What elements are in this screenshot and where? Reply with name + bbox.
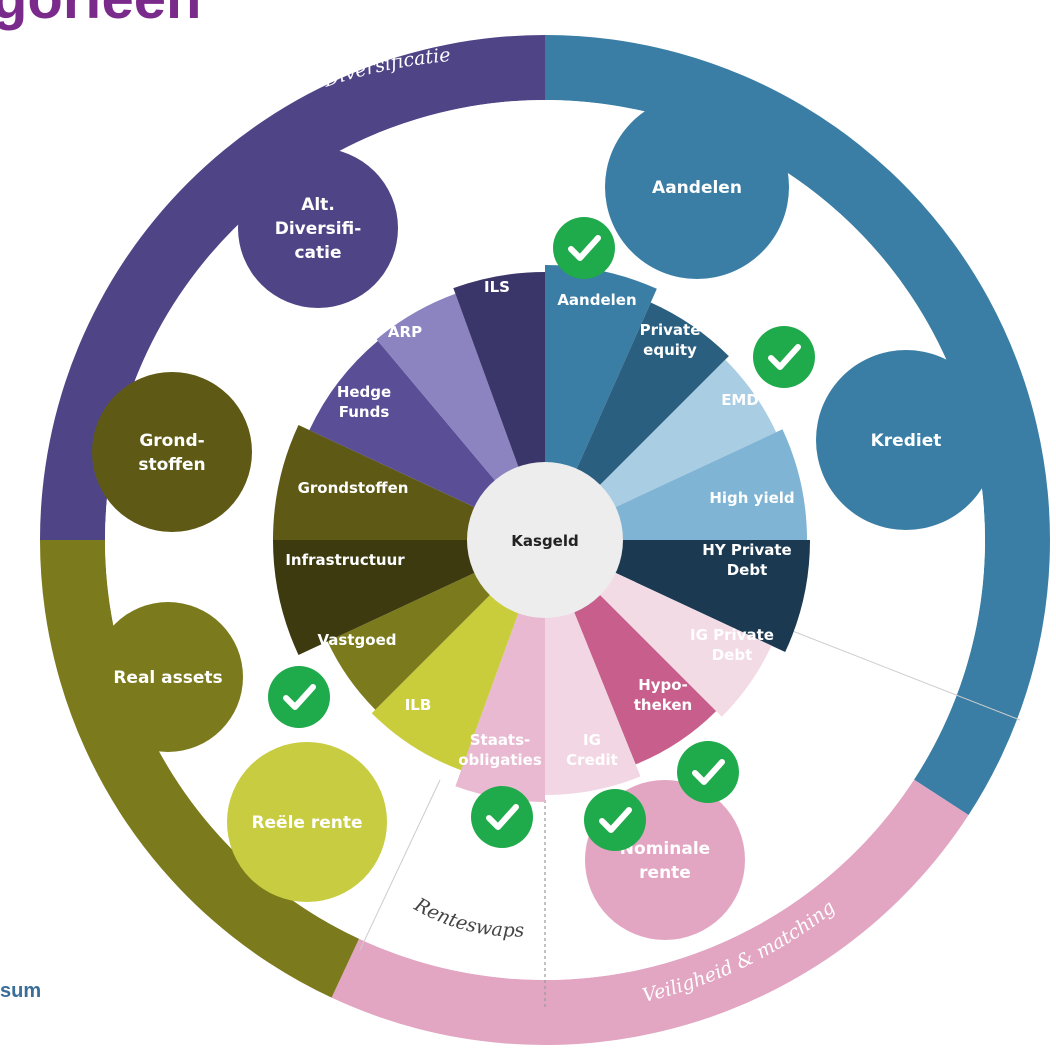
segment-label: EMD — [721, 391, 759, 409]
check-icon — [753, 326, 815, 388]
category-circle-label: Krediet — [871, 431, 942, 451]
outer-ring-segment — [40, 35, 545, 540]
segment-label: Hypo-theken — [634, 676, 692, 714]
check-marks — [268, 217, 815, 851]
segment-label: ILB — [405, 696, 432, 714]
category-circle-label: Reële rente — [251, 813, 362, 833]
segment-label: Aandelen — [557, 291, 636, 309]
category-circle — [605, 95, 789, 279]
segment-label: Staats-obligaties — [458, 731, 542, 769]
category-circle — [816, 350, 996, 530]
check-icon — [553, 217, 615, 279]
check-icon — [584, 789, 646, 851]
footnote-text: sum — [0, 980, 42, 1002]
segment-label: Vastgoed — [318, 631, 397, 649]
segment-label: ARP — [388, 323, 422, 341]
check-icon — [471, 786, 533, 848]
category-circle — [92, 372, 252, 532]
center-hub — [467, 462, 623, 618]
category-circle — [93, 602, 243, 752]
outer-ring-segment — [545, 35, 1050, 816]
check-icon — [268, 666, 330, 728]
category-circle-label: Alt.Diversifi-catie — [275, 195, 362, 263]
category-circle-label: Grond-stoffen — [138, 431, 205, 475]
category-circles: Alt.Diversifi-catieAandelenKredietGrond-… — [92, 95, 996, 940]
segment-label: High yield — [709, 489, 794, 507]
category-circle-label: Real assets — [113, 668, 222, 688]
page-title: gorieën — [0, 0, 202, 28]
segment-label: Grondstoffen — [298, 479, 409, 497]
divider-line — [789, 629, 1021, 721]
segment-label: ILS — [484, 278, 510, 296]
category-circle — [238, 148, 398, 308]
center-label: Kasgeld — [511, 532, 578, 550]
category-circle — [227, 742, 387, 902]
outer-ring-segment — [331, 779, 969, 1045]
segment-label: Infrastructuur — [285, 551, 405, 569]
check-icon — [677, 741, 739, 803]
category-circle-label: Aandelen — [652, 178, 742, 198]
divider-line — [359, 779, 441, 951]
renteswaps-area — [359, 629, 1021, 1010]
